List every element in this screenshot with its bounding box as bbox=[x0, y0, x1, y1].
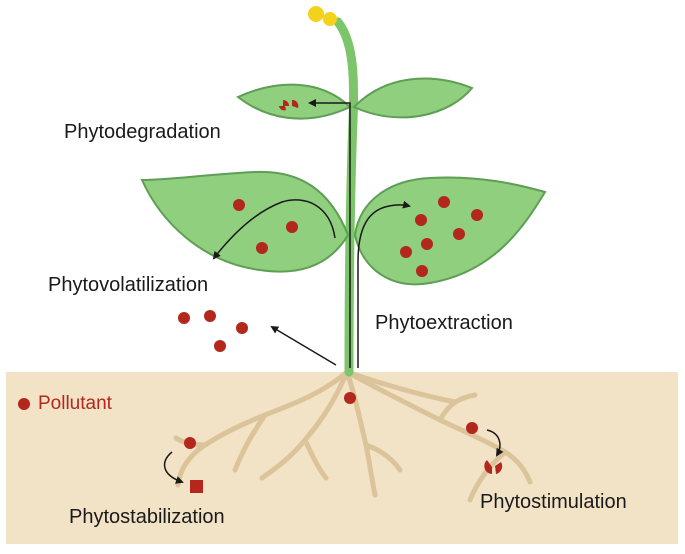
arrow-to-volatilized bbox=[270, 325, 337, 366]
label-phytostimulation: Phytostimulation bbox=[480, 491, 627, 513]
pollutant-stimulated bbox=[484, 460, 492, 474]
pollutants-volatilized bbox=[178, 310, 248, 352]
legend-pollutant-dot bbox=[18, 398, 30, 410]
arrow-phytodegradation bbox=[308, 99, 351, 368]
label-phytoextraction: Phytoextraction bbox=[375, 312, 513, 334]
pollutants-leaf-left bbox=[233, 199, 298, 254]
arrow-phytovolatilization bbox=[212, 199, 336, 260]
flower-bud-right bbox=[323, 12, 337, 26]
arrow-phytostimulation bbox=[486, 429, 504, 457]
pollutants-soil bbox=[184, 392, 503, 493]
legend-pollutant-label: Pollutant bbox=[38, 393, 112, 414]
arrow-phytoextraction bbox=[357, 200, 411, 263]
arrows bbox=[163, 99, 504, 484]
leaf-big-left bbox=[140, 170, 350, 273]
pollutant-stabilized bbox=[190, 480, 203, 493]
arrow-phytostabilization bbox=[163, 451, 184, 484]
leaf-top-right bbox=[352, 77, 474, 119]
soil-region bbox=[6, 372, 678, 544]
label-phytodegradation: Phytodegradation bbox=[64, 121, 221, 143]
label-phytovolatilization: Phytovolatilization bbox=[48, 274, 209, 296]
leaf-big-right bbox=[353, 176, 547, 286]
pollutant-degraded bbox=[279, 99, 299, 111]
label-phytostabilization: Phytostabilization bbox=[69, 506, 225, 528]
flower-bud-left bbox=[308, 6, 324, 22]
pollutants-leaf-right bbox=[400, 196, 483, 277]
plant-stem bbox=[333, 17, 359, 377]
